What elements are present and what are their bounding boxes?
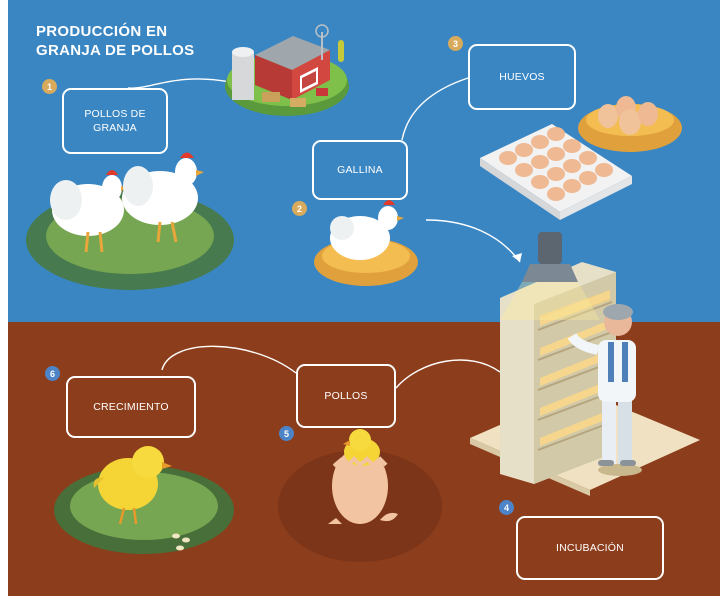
egg-nest-icon [578, 96, 682, 152]
arrow-head [512, 253, 522, 262]
step-3-box: HUEVOS [468, 44, 576, 110]
connector-lines [127, 77, 521, 389]
step-6-badge: 6 [45, 366, 60, 381]
farmer-icon [567, 304, 642, 476]
step-2-badge: 2 [292, 201, 307, 216]
step-5-box: POLLOS [296, 364, 396, 428]
chicken-icon [26, 152, 234, 290]
egg-tray-icon [480, 124, 632, 220]
step-1-badge: 1 [42, 79, 57, 94]
hatching-egg-icon [278, 429, 442, 562]
step-5-badge: 5 [279, 426, 294, 441]
step-3-badge: 3 [448, 36, 463, 51]
step-6-box: CRECIMIENTO [66, 376, 196, 438]
hen-icon [314, 200, 418, 286]
step-4-badge: 4 [499, 500, 514, 515]
farm-icon [225, 24, 349, 116]
infographic-title: PRODUCCIÓN EN GRANJA DE POLLOS [36, 23, 195, 59]
step-4-box: INCUBACIÓN [516, 516, 664, 580]
step-1-box: POLLOS DE GRANJA [62, 88, 168, 154]
incubator-icon [470, 232, 700, 496]
chick-icon [54, 446, 234, 554]
step-2-box: GALLINA [312, 140, 408, 200]
